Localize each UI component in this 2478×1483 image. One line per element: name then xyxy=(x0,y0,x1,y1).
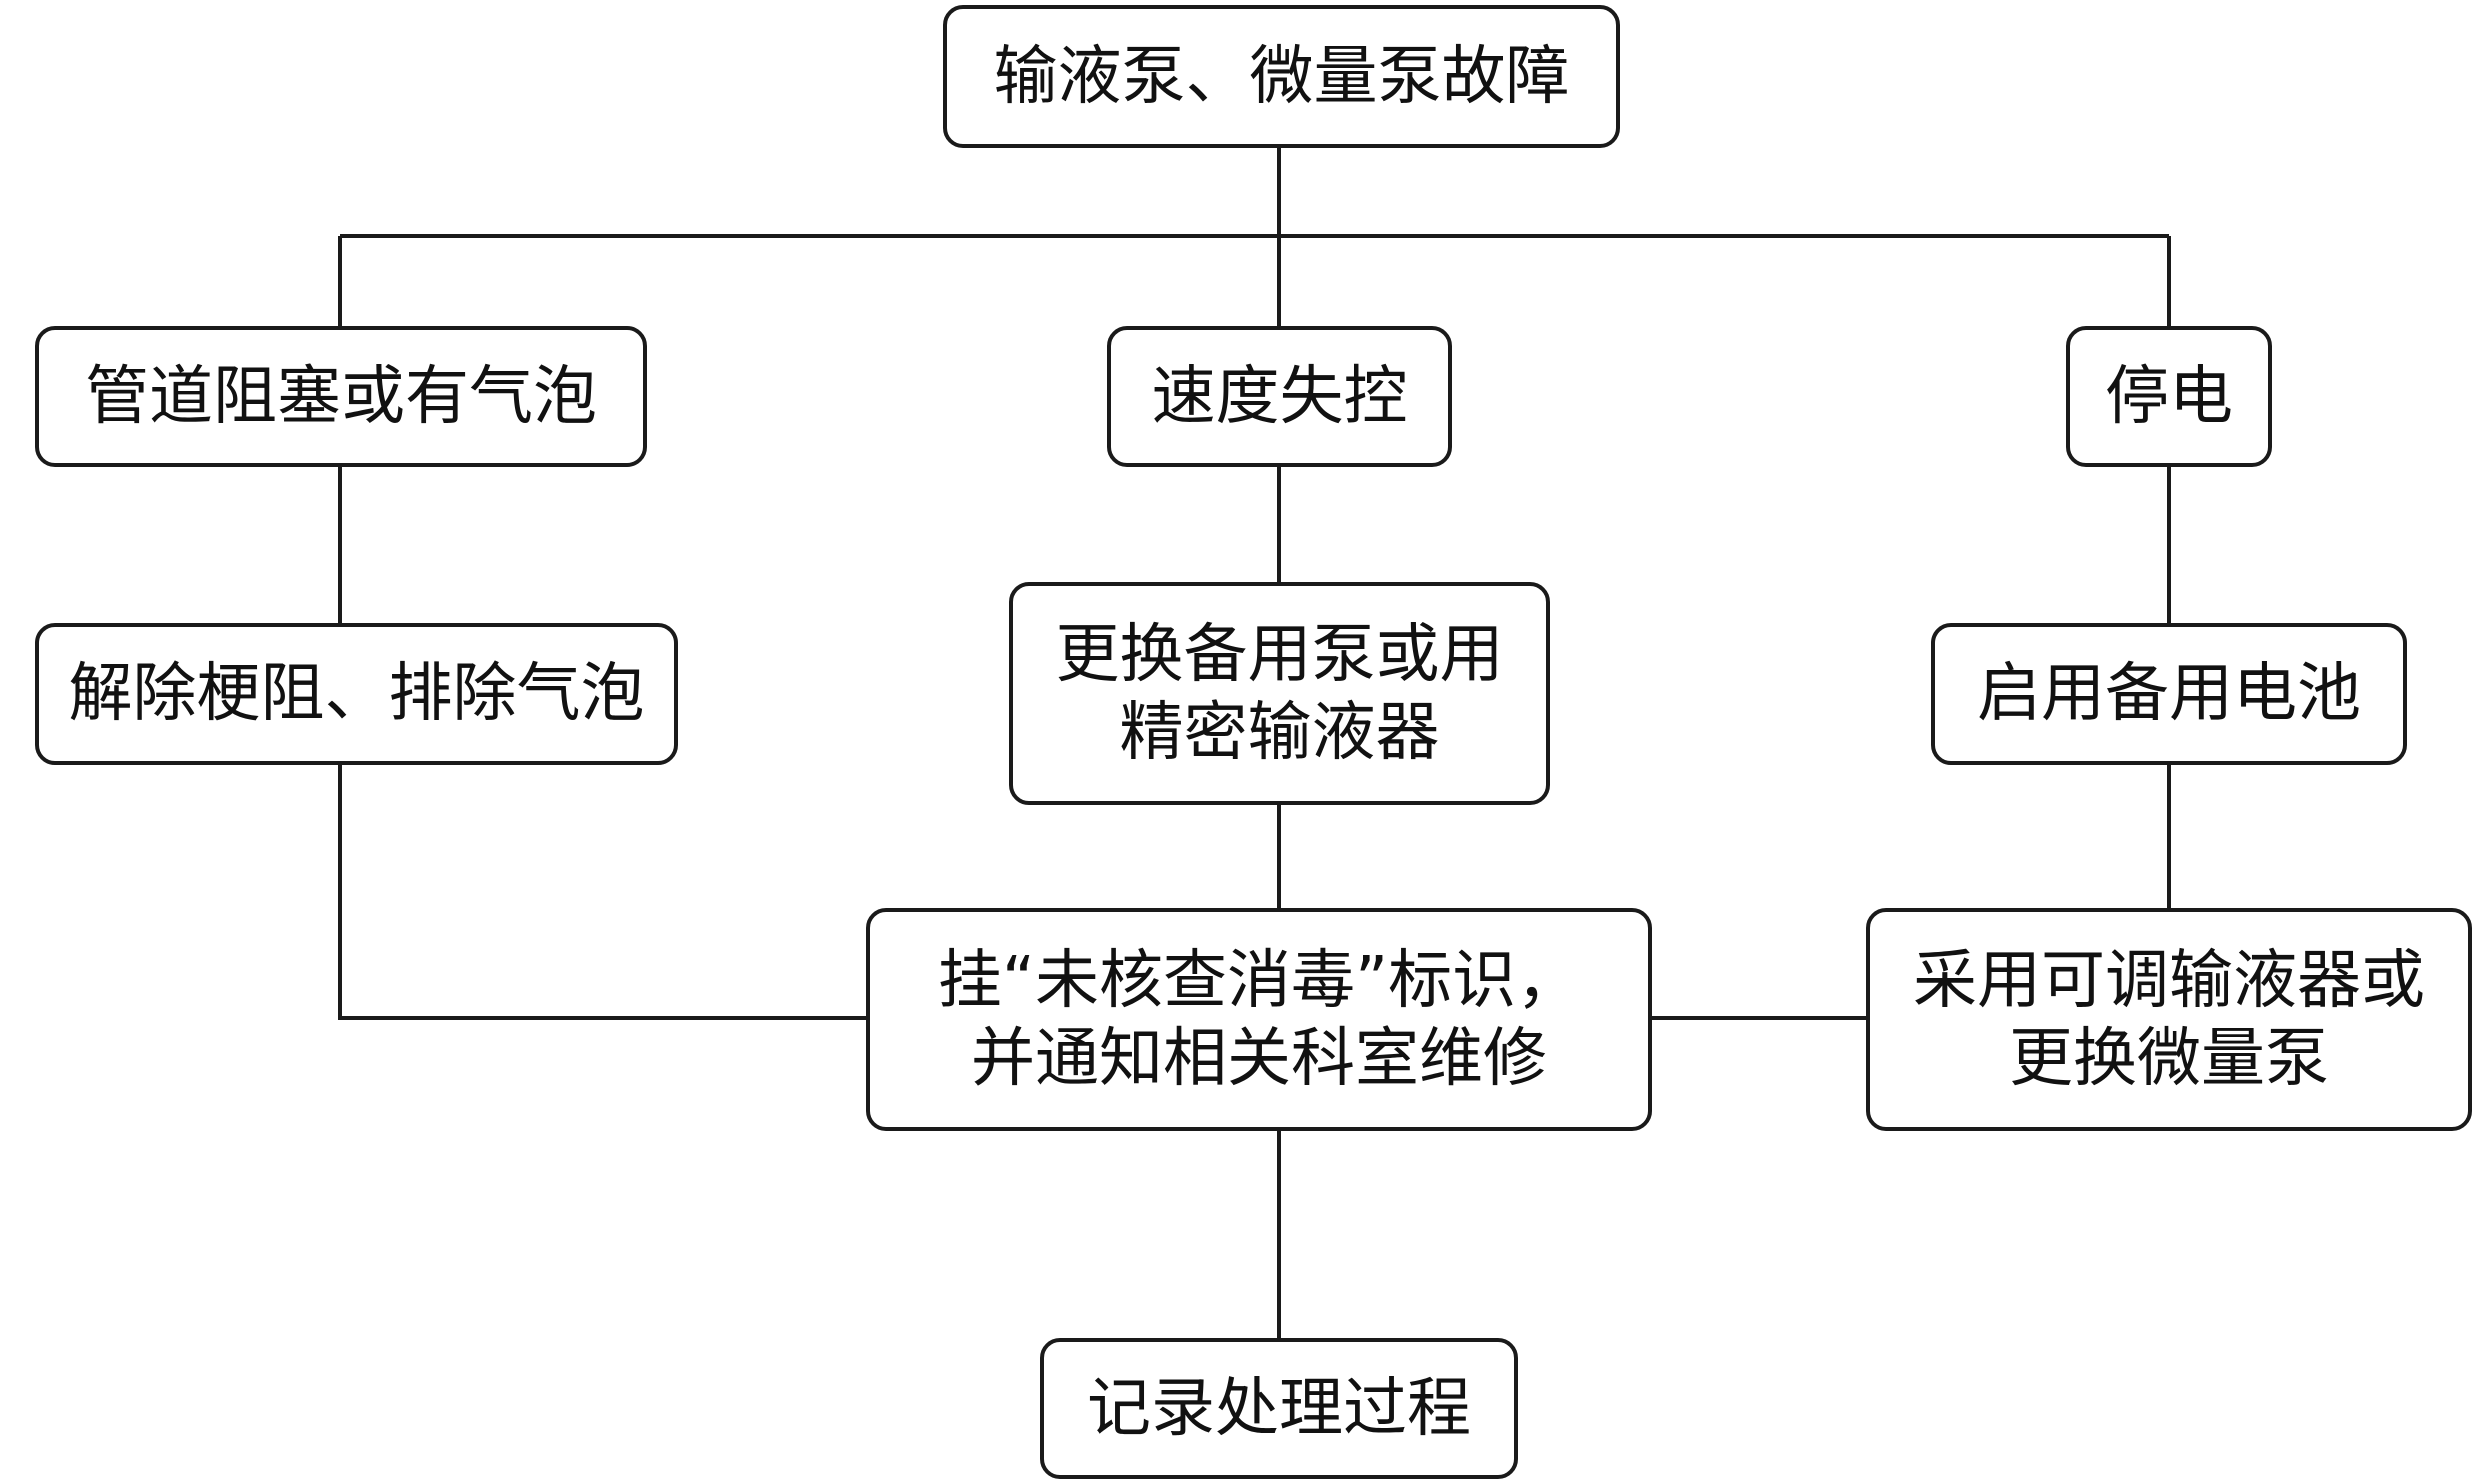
node-outage-label: 停电 xyxy=(2105,359,2233,434)
node-blockage-label: 管道阻塞或有气泡 xyxy=(85,359,597,434)
node-outage: 停电 xyxy=(2066,326,2272,467)
node-adjust: 采用可调输液器或 更换微量泵 xyxy=(1866,908,2472,1131)
node-battery: 启用备用电池 xyxy=(1931,623,2407,765)
node-record-label: 记录处理过程 xyxy=(1087,1371,1471,1446)
node-adjust-line-2: 更换微量泵 xyxy=(2009,1021,2329,1096)
node-root: 输液泵、微量泵故障 xyxy=(943,5,1620,148)
node-blockage: 管道阻塞或有气泡 xyxy=(35,326,647,467)
node-clear-label: 解除梗阻、排除气泡 xyxy=(68,657,645,731)
node-tag: 挂“未核查消毒”标识， 并通知相关科室维修 xyxy=(866,908,1652,1131)
node-speed-label: 速度失控 xyxy=(1151,359,1408,434)
node-tag-line-2: 并通知相关科室维修 xyxy=(971,1021,1547,1096)
node-replace-line-2: 精密输液器 xyxy=(1119,695,1440,770)
edge-clear-to-tag xyxy=(338,765,866,1020)
node-battery-label: 启用备用电池 xyxy=(1977,657,2361,731)
node-tag-line-1: 挂“未核查消毒”标识， xyxy=(937,943,1581,1018)
node-clear: 解除梗阻、排除气泡 xyxy=(35,623,678,765)
node-replace-line-1: 更换备用泵或用 xyxy=(1055,617,1504,692)
node-root-label: 输液泵、微量泵故障 xyxy=(993,39,1570,114)
node-speed: 速度失控 xyxy=(1107,326,1452,467)
node-record: 记录处理过程 xyxy=(1040,1338,1518,1479)
node-replace: 更换备用泵或用 精密输液器 xyxy=(1009,582,1550,805)
node-adjust-line-1: 采用可调输液器或 xyxy=(1913,943,2425,1018)
